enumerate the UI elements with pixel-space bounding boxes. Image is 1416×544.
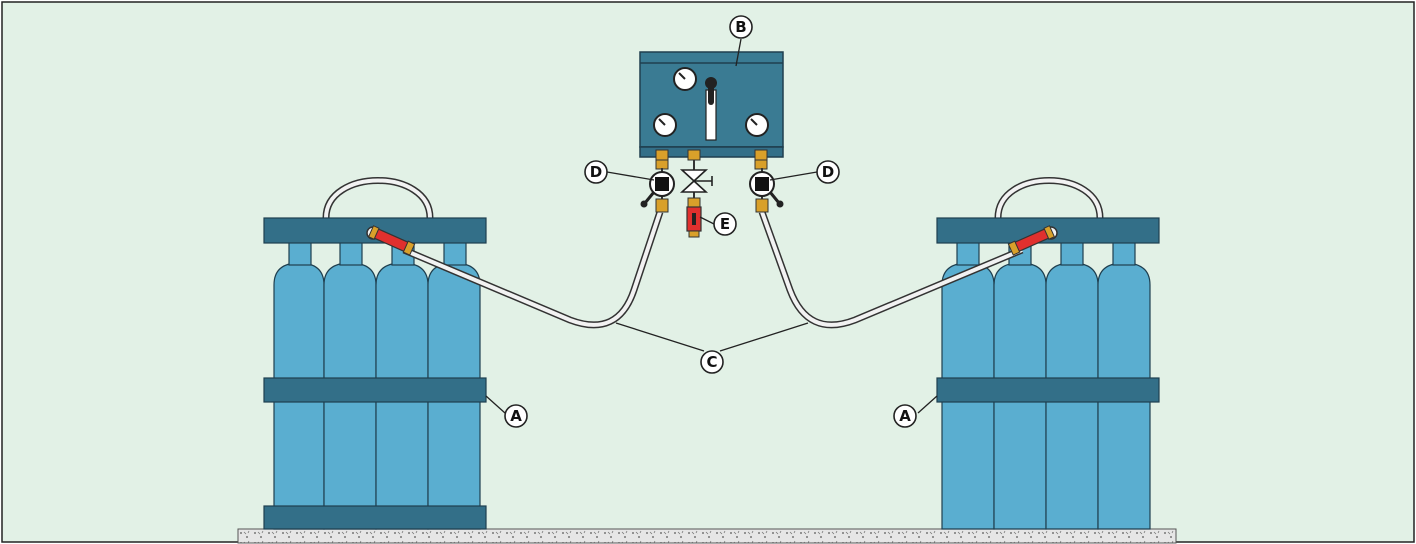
pressure-gauge-right [745, 113, 769, 137]
leader-lines [485, 38, 938, 414]
callout-hoses: C [700, 350, 724, 374]
callout-bundle-right: A [893, 404, 917, 428]
frame-mid-right [936, 377, 1160, 403]
callout-filter: E [713, 212, 737, 236]
callout-manifold: B [729, 15, 753, 39]
bundle-connector-left [366, 225, 416, 256]
callout-valve-left: D [584, 160, 608, 184]
pressure-gauge-left [653, 113, 677, 137]
pressure-gauge-top [673, 67, 697, 91]
manifold-panel [639, 51, 784, 158]
cylinder-bundle-right [936, 177, 1160, 530]
frame-bottom-left [263, 505, 487, 530]
changeover-lever [705, 77, 717, 141]
callout-label-d-right: D [822, 163, 834, 181]
manifold-fittings [655, 149, 768, 170]
callout-label-b: B [735, 18, 746, 36]
bundle-connector-right [1007, 225, 1058, 256]
callout-label-e: E [720, 215, 730, 233]
ground-strip [237, 528, 1177, 544]
hoses [402, 210, 1024, 329]
filter-cartridge [686, 197, 702, 238]
callout-label-c: C [706, 353, 717, 371]
callout-label-a-left: A [510, 407, 522, 425]
callout-label-d-left: D [590, 163, 602, 181]
shutoff-valve-left [640, 168, 675, 213]
callout-valve-right: D [816, 160, 840, 184]
callout-label-a-right: A [899, 407, 911, 425]
frame-mid-left [263, 377, 487, 403]
shutoff-valve-right [749, 168, 784, 213]
purge-valve [679, 160, 713, 200]
cylinders-left [273, 240, 481, 530]
callout-bundle-left: A [504, 404, 528, 428]
